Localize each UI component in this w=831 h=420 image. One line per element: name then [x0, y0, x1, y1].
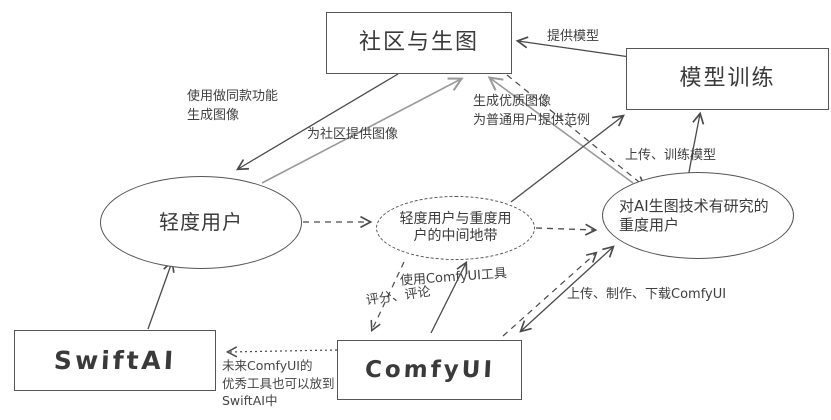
edge-comfyui-to-swiftai: [225, 346, 338, 358]
edge-community-to-heavy: [506, 74, 646, 188]
edge-label-generate-quality: 生成优质图像 为普通用户提供范例: [473, 94, 591, 128]
edge-label-future-note: 未来ComfyUI的 优秀工具也可以放到 SwiftAI中: [222, 358, 335, 408]
edge-use-comfyui: [430, 260, 468, 334]
node-heavy-users: 对AI生图技术有研究的 重度用户: [602, 172, 794, 259]
node-comfyui-label: ComfyUI: [363, 356, 496, 383]
edge-label-use-same-function: 使用做同款功能 生成图像: [187, 89, 279, 123]
edge-label-upload-train: 上传、训练模型: [625, 148, 717, 163]
node-middle-ground: 轻度用户与重度用 户的中间地带: [376, 196, 535, 260]
node-middle-ground-label: 轻度用户与重度用 户的中间地带: [399, 210, 512, 245]
node-heavy-users-label: 对AI生图技术有研究的 重度用户: [619, 196, 769, 234]
node-model-training: 模型训练: [626, 48, 829, 110]
node-model-training-label: 模型训练: [679, 66, 776, 92]
edge-provide-images: [261, 77, 464, 184]
node-light-users-label: 轻度用户: [159, 210, 243, 234]
node-swiftai-label: SwiftAI: [53, 345, 177, 375]
node-community-label: 社区与生图: [358, 30, 479, 56]
edge-comfyui-heavy-solid: [519, 245, 615, 333]
node-swiftai: SwiftAI: [14, 330, 216, 391]
node-community: 社区与生图: [326, 12, 512, 74]
node-comfyui: ComfyUI: [337, 340, 522, 400]
edge-label-provide-model: 提供模型: [547, 29, 600, 44]
edge-label-upload-make-download: 上传、制作、下载ComfyUI: [567, 287, 727, 302]
edge-middle-to-heavy: [535, 223, 598, 236]
edge-middle-to-training: [510, 114, 625, 203]
edge-rate-comment: [370, 261, 405, 332]
node-light-users: 轻度用户: [100, 176, 302, 269]
edge-provide-model: [515, 36, 631, 58]
edge-generate-quality: [487, 76, 634, 184]
edge-label-provide-images: 为社区提供图像: [307, 127, 399, 142]
edge-swiftai-to-light: [147, 259, 175, 330]
edge-use-same-function: [235, 73, 399, 171]
